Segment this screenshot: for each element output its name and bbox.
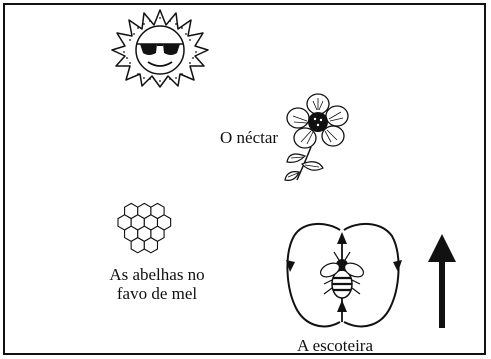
flower-icon — [283, 92, 353, 184]
diagram-frame — [3, 3, 486, 355]
honeycomb-icon — [114, 202, 194, 262]
hive-label: As abelhas no favo de mel — [96, 265, 218, 303]
nectar-label: O néctar — [220, 128, 278, 147]
honeycomb-cell — [144, 238, 157, 253]
flower-leaves — [285, 154, 323, 180]
sun-icon — [110, 8, 210, 88]
waggle-dance-diagram — [282, 218, 406, 336]
scout-label: A escoteira — [297, 336, 373, 355]
honeycomb-cell — [131, 238, 144, 253]
flower-center — [308, 112, 328, 132]
up-arrow-icon — [425, 234, 459, 330]
